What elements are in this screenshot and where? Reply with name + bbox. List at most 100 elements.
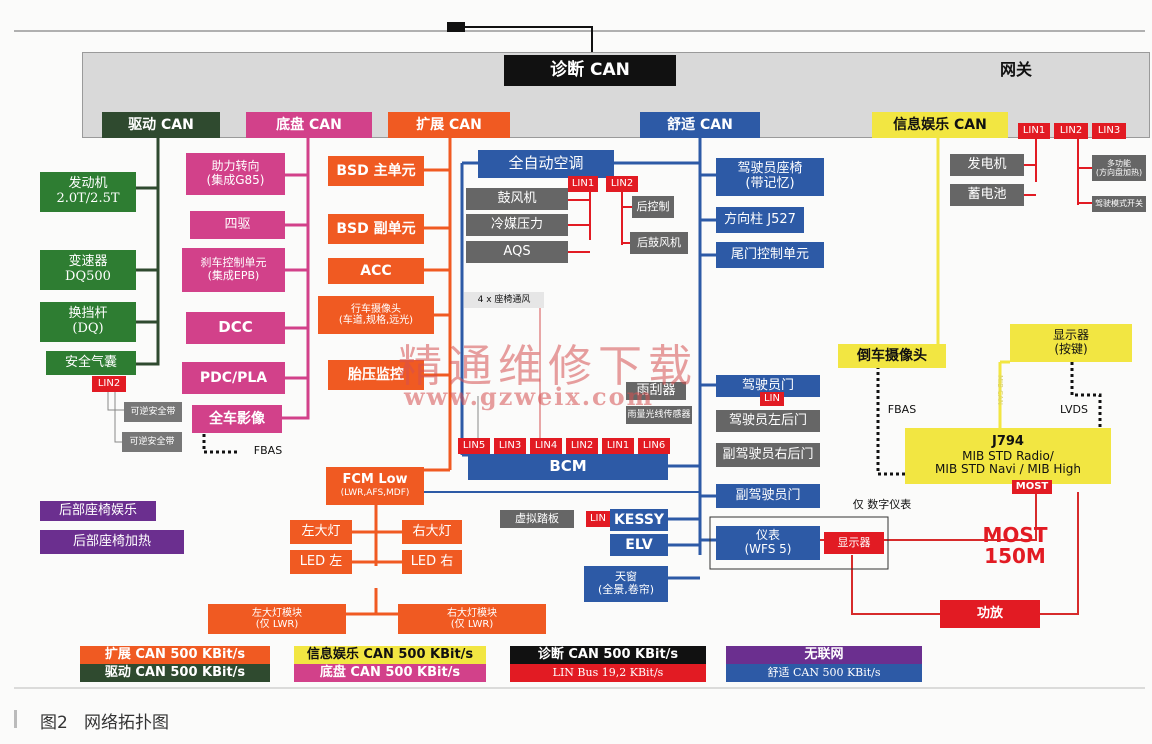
left-module-detail: (仅 LWR) [255,619,299,630]
legend-diagnostic-can: 诊断 CAN 500 KBit/s [510,646,706,664]
chassis-can-header: 底盘 CAN [246,112,372,138]
top-display-node: 显示器 (按键) [1010,324,1132,362]
figure-number: 图2 [40,713,68,733]
awd-node: 四驱 [190,211,285,239]
shifter-node: 换挡杆 (DQ) [40,302,136,342]
info-fbas-label: FBAS [887,402,917,416]
gearbox-node: 变速器 DQ500 [40,250,136,290]
most-rate-speed: 150M [984,544,1046,568]
engine-variant: 2.0T/2.5T [56,191,120,206]
pdc-pla-node: PDC/PLA [182,362,285,394]
rear-seat-heating-node: 后部座椅加热 [40,530,184,554]
legend-extended-can: 扩展 CAN 500 KBit/s [80,646,270,664]
infotainment-can-header: 信息娱乐 CAN [872,112,1008,138]
power-steering-detail: (集成G85) [206,173,265,187]
led-left-node: LED 左 [290,550,352,574]
lane-camera-node: 行车摄像头 (车道,规格,远光) [318,296,434,334]
bcm-lin-tag: LIN1 [602,438,634,454]
info-lin2-tag: LIN2 [1054,123,1088,139]
lane-camera-detail: (车道,规格,远光) [338,315,414,326]
info-lin1-tag: LIN1 [1018,123,1050,139]
tailgate-control-node: 尾门控制单元 [716,242,824,268]
virtual-pedal-node: 虚拟踏板 [500,510,574,528]
driver-seat-node: 驾驶员座椅 (带记忆) [716,158,824,196]
right-headlight-node: 右大灯 [402,520,462,544]
right-module-detail: (仅 LWR) [450,619,494,630]
top-display-name: 显示器 [1052,328,1089,343]
climate-lin1-tag: LIN1 [568,176,598,192]
legend-no-network: 无联网 [726,646,922,664]
rear-right-door-node: 副驾驶员右后门 [716,443,820,467]
j794-line2: MIB STD Navi / MIB High [935,462,1081,477]
gearbox-variant: DQ500 [65,269,111,284]
drive-mode-switch-node: 驾驶模式开关 [1092,196,1146,212]
most-rate-label: MOST 150M [980,522,1050,570]
elv-node: ELV [610,534,668,556]
left-headlight-node: 左大灯 [290,520,352,544]
instrument-cluster-name: 仪表 [755,528,780,543]
wiper-node: 雨刮器 [626,382,686,400]
sunroof-node: 天窗 (全景,卷帘) [584,566,668,602]
digital-cluster-label: 仅 数字仪表 [852,497,912,511]
bcm-lin-tag: LIN4 [530,438,562,454]
mib-can-label: MIB CAN [996,374,1005,406]
aqs-node: AQS [466,241,568,263]
climate-control-node: 全自动空调 [478,150,614,178]
bcm-lin-tag: LIN2 [566,438,598,454]
comfort-can-header: 舒适 CAN [640,112,760,138]
fcm-low-node: FCM Low (LWR,AFS,MDF) [326,467,424,505]
left-headlight-module: 左大灯模块 (仅 LWR) [208,604,346,634]
display-node: 显示器 [824,532,884,554]
engine-name: 发动机 [68,176,108,192]
legend-drive-can: 驱动 CAN 500 KBit/s [80,664,270,682]
gearbox-name: 变速器 [68,254,108,270]
most-tag: MOST [1012,480,1052,494]
rear-control-node: 后控制 [632,196,674,218]
battery-node: 蓄电池 [950,184,1024,206]
drive-can-header: 驱动 CAN [102,112,220,138]
reversible-belt-left: 可逆安全带 [122,432,182,452]
led-right-node: LED 右 [402,550,462,574]
legend-lin-bus: LIN Bus 19,2 KBit/s [510,664,706,682]
power-steering-name: 助力转向 [211,159,260,174]
rear-seat-entertainment-node: 后部座椅娱乐 [40,501,156,521]
most-rate-name: MOST [982,523,1048,547]
caption-marker [14,710,17,728]
amplifier-node: 功放 [940,600,1040,628]
lane-camera-name: 行车摄像头 [351,303,401,315]
brake-control-name: 刹车控制单元 [200,256,267,270]
fcm-low-name: FCM Low [342,472,408,488]
bsd-main-node: BSD 主单元 [328,156,424,186]
alternator-node: 发电机 [950,154,1024,176]
right-headlight-module: 右大灯模块 (仅 LWR) [398,604,546,634]
lvds-label: LVDS [1060,402,1088,416]
j794-head-unit: J794 MIB STD Radio/ MIB STD Navi / MIB H… [905,428,1111,484]
shifter-variant: (DQ) [72,321,104,336]
info-lin3-tag: LIN3 [1092,123,1126,139]
kessy-node: KESSY [610,509,668,531]
instrument-cluster-node: 仪表 (WFS 5) [716,526,820,560]
legend-infotainment-can: 信息娱乐 CAN 500 KBit/s [294,646,486,664]
shifter-name: 换挡杆 [68,306,108,322]
sunroof-name: 天窗 [615,570,637,584]
instrument-cluster-detail: (WFS 5) [744,542,792,556]
bsd-sub-node: BSD 副单元 [328,214,424,244]
rear-blower-node: 后鼓风机 [630,232,688,254]
figure-title: 网络拓扑图 [84,713,170,733]
refrigerant-pressure-node: 冷媒压力 [466,214,568,236]
legend-comfort-can: 舒适 CAN 500 KBit/s [726,664,922,682]
brake-control-detail: (集成EPB) [207,269,260,282]
driver-door-node: 驾驶员门 [716,375,820,397]
passenger-door-node: 副驾驶员门 [716,484,820,508]
multifunction-wheel-node: 多功能 (方向盘加热) [1092,155,1146,181]
seat-ventilation-node: 4 x 座椅通风 [464,292,544,308]
extended-can-header: 扩展 CAN [388,112,510,138]
acc-node: ACC [328,258,424,284]
rain-sensor-node: 雨量光线传感器 [626,406,692,424]
driver-seat-name: 驾驶员座椅 [737,161,803,177]
gateway-label: 网关 [1000,59,1033,79]
climate-lin2-tag: LIN2 [606,176,638,192]
rear-camera-node: 倒车摄像头 [838,344,946,368]
